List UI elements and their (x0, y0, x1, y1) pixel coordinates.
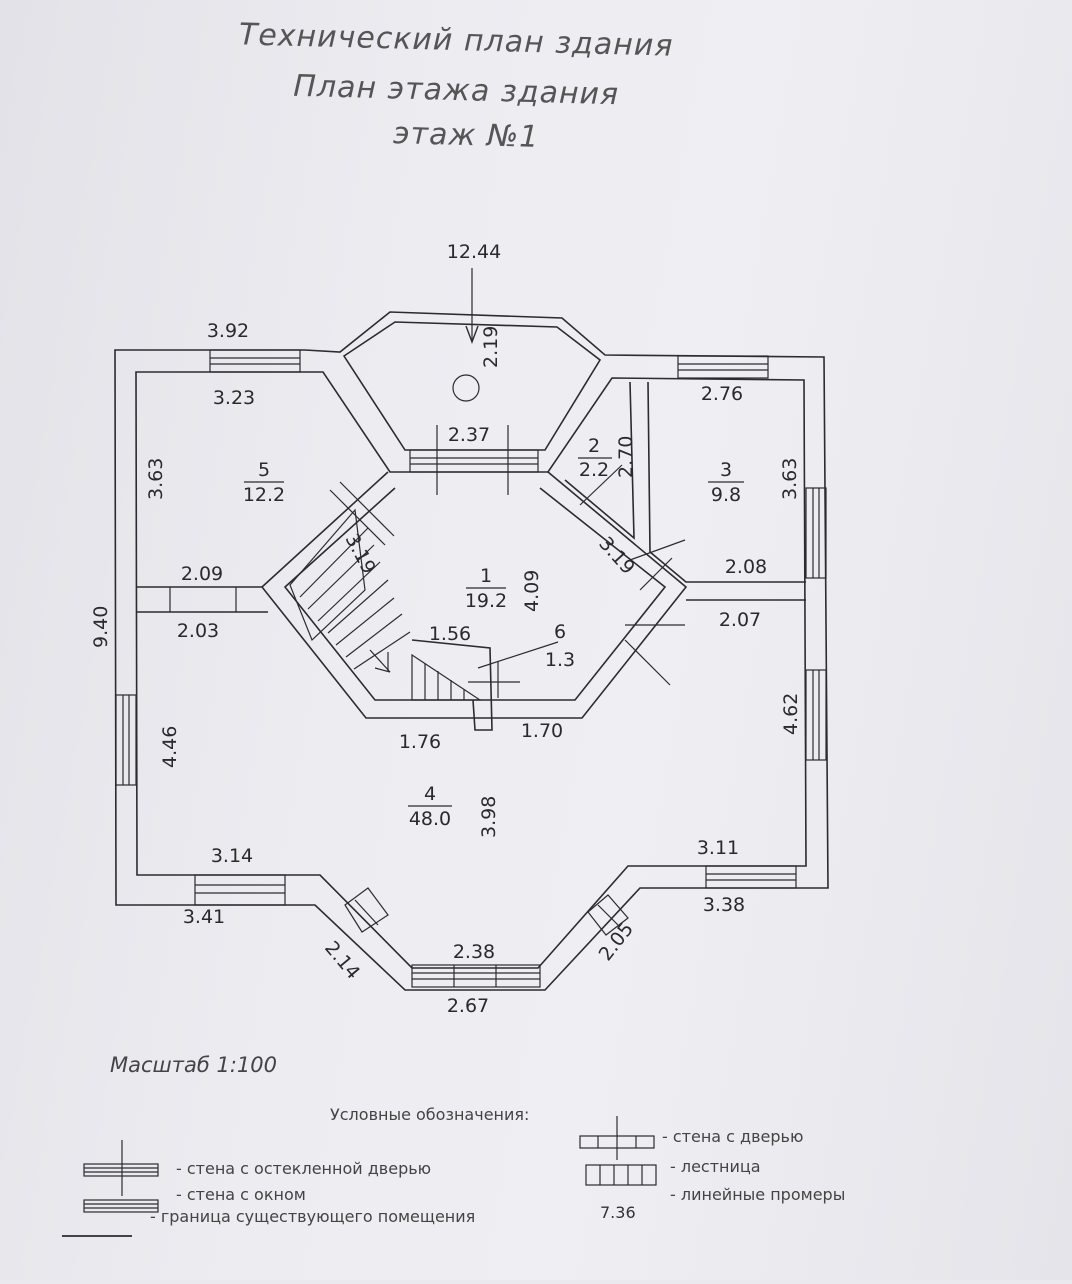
door-mark-right (579, 464, 686, 686)
dim-4-09: 4.09 (521, 570, 543, 612)
dim-3-63-right: 3.63 (779, 458, 801, 500)
dim-2-19: 2.19 (480, 326, 502, 368)
outer-wall-outline (114, 311, 829, 991)
room-area-6: 1.3 (545, 649, 575, 671)
stairs (289, 508, 482, 701)
legend-title: Условные обозначения: (330, 1105, 529, 1124)
dim-3-19-left: 3.19 (341, 530, 380, 578)
legend-door-symbol (579, 1116, 655, 1160)
title-floor-number: этаж №1 (393, 116, 540, 155)
dim-3-19-right: 3.19 (594, 533, 639, 579)
dim-2-70: 2.70 (615, 436, 637, 478)
bay-wall-inner (342, 321, 602, 451)
window-bottom-left (194, 874, 286, 906)
room-area-5: 12.2 (243, 484, 285, 506)
room-area-3: 9.8 (711, 484, 741, 506)
dim-1-56: 1.56 (429, 623, 471, 645)
entrance-arrow-head (465, 325, 479, 344)
dim-4-62: 4.62 (780, 693, 802, 735)
dim-2-14: 2.14 (320, 937, 364, 984)
room-6-leader (477, 641, 559, 669)
window-top-left (209, 349, 301, 373)
room-label-5: 5 12.2 (243, 459, 285, 506)
room-number-4: 4 (424, 783, 436, 805)
dim-2-05: 2.05 (595, 918, 638, 965)
room-label-4: 4 48.0 (408, 783, 452, 830)
dim-1-70: 1.70 (521, 720, 563, 742)
dim-3-23: 3.23 (213, 387, 255, 409)
room-number-1: 1 (480, 565, 492, 587)
window-bottom-diagonal-left (344, 887, 389, 933)
room-5-partition (137, 586, 268, 613)
dim-2-03: 2.03 (177, 620, 219, 642)
room-3-partition (647, 381, 806, 583)
room-area-1: 19.2 (465, 590, 507, 612)
room-area-4: 48.0 (409, 808, 451, 830)
room-2-wall (564, 381, 635, 540)
legend-linear-sample: 7.36 (600, 1203, 636, 1222)
dim-2-38: 2.38 (453, 941, 495, 963)
legend-glazed-door-symbol (83, 1140, 159, 1196)
column-circle (452, 374, 480, 402)
dim-3-92: 3.92 (207, 320, 249, 342)
dim-2-67: 2.67 (447, 995, 489, 1017)
dim-3-63-left: 3.63 (145, 458, 167, 500)
room-number-2: 2 (588, 435, 600, 457)
window-top-right (677, 355, 769, 379)
legend-window: - стена с окном (176, 1185, 306, 1204)
legend-boundary: - граница существующего помещения (150, 1207, 475, 1226)
window-bottom-diagonal-right (587, 894, 629, 936)
dim-2-08: 2.08 (725, 556, 767, 578)
dim-3-11: 3.11 (697, 837, 739, 859)
title-technical-plan: Технический план здания (239, 17, 674, 63)
room-label-3: 3 9.8 (708, 459, 744, 506)
dim-3-14: 3.14 (211, 845, 253, 867)
dim-3-38: 3.38 (703, 894, 745, 916)
title-floor-plan: План этажа здания (293, 69, 620, 113)
legend-window-symbol (83, 1199, 159, 1213)
glazed-door-bay (409, 425, 539, 495)
window-left (115, 694, 137, 786)
legend-door: - стена с дверью (662, 1127, 803, 1146)
dim-3-98: 3.98 (478, 796, 500, 838)
legend-glazed-door: - стена с остекленной дверью (176, 1159, 431, 1178)
window-bottom-center (411, 964, 541, 988)
dim-9-40: 9.40 (90, 606, 112, 648)
dim-4-46: 4.46 (159, 726, 181, 768)
dim-2-09: 2.09 (181, 563, 223, 585)
dim-2-37: 2.37 (448, 424, 490, 446)
room-6-wall (411, 639, 493, 731)
dim-2-07: 2.07 (719, 609, 761, 631)
legend-stairs-symbol (585, 1164, 657, 1186)
room-number-5: 5 (258, 459, 270, 481)
scale-label: Масштаб 1:100 (110, 1053, 277, 1077)
room-number-6: 6 (554, 621, 566, 643)
dim-2-76: 2.76 (701, 383, 743, 405)
dim-3-41: 3.41 (183, 906, 225, 928)
legend-linear: - линейные промеры (670, 1185, 845, 1204)
window-right-bottom (805, 669, 827, 761)
legend-stairs: - лестница (670, 1157, 761, 1176)
room-label-1: 1 19.2 (465, 565, 507, 612)
window-bottom-right (705, 865, 797, 889)
door-mark-left (329, 481, 395, 546)
inner-wall-outline (135, 371, 807, 969)
room-area-2: 2.2 (579, 459, 609, 481)
dim-12-44: 12.44 (447, 241, 501, 263)
room-label-6: 6 1.3 (545, 621, 575, 671)
dim-1-76: 1.76 (399, 731, 441, 753)
room-number-3: 3 (720, 459, 732, 481)
window-right-top (805, 487, 827, 579)
room-label-2: 2 2.2 (578, 435, 612, 481)
